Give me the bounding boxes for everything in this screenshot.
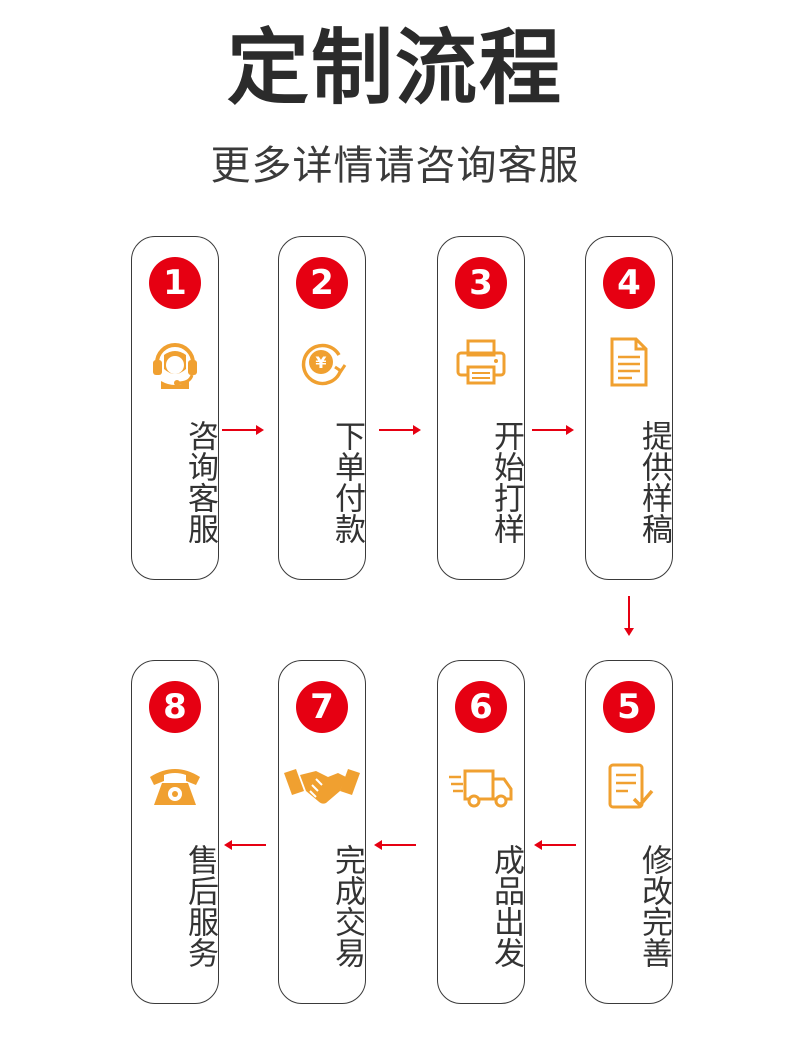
flow-arrow-left bbox=[532, 838, 576, 852]
step-label: 开始打样 bbox=[488, 420, 524, 544]
step-number-badge: 1 bbox=[149, 257, 201, 309]
telephone-icon bbox=[146, 757, 204, 815]
page-title: 定制流程 bbox=[226, 21, 563, 116]
step-number-badge: 7 bbox=[296, 681, 348, 733]
step-label: 下单付款 bbox=[329, 420, 365, 544]
step-number-badge: 4 bbox=[603, 257, 655, 309]
document-icon bbox=[600, 333, 658, 391]
flow-arrow-right bbox=[222, 423, 266, 437]
step-card-7: 7 完成交易 bbox=[278, 660, 366, 1004]
flow-arrow-right bbox=[379, 423, 423, 437]
page-subtitle: 更多详情请咨询客服 bbox=[210, 143, 580, 189]
printer-icon bbox=[452, 333, 510, 391]
step-card-5: 5 修改完善 bbox=[585, 660, 673, 1004]
step-number-badge: 2 bbox=[296, 257, 348, 309]
headset-icon bbox=[146, 333, 204, 391]
step-card-4: 4 提供样稿 bbox=[585, 236, 673, 580]
flow-arrow-left bbox=[222, 838, 266, 852]
flow-arrow-down bbox=[622, 596, 636, 638]
step-card-1: 1 咨询客服 bbox=[131, 236, 219, 580]
step-label: 提供样稿 bbox=[636, 420, 672, 544]
step-card-3: 3 开始打样 bbox=[437, 236, 525, 580]
step-card-2: 2 ¥ 下单付款 bbox=[278, 236, 366, 580]
edit-checklist-icon bbox=[600, 757, 658, 815]
step-label: 修改完善 bbox=[636, 844, 672, 968]
step-number-badge: 3 bbox=[455, 257, 507, 309]
step-number-badge: 8 bbox=[149, 681, 201, 733]
step-label: 售后服务 bbox=[182, 844, 218, 968]
delivery-truck-icon bbox=[447, 757, 515, 815]
step-number-badge: 5 bbox=[603, 681, 655, 733]
step-label: 完成交易 bbox=[329, 844, 365, 968]
step-label: 咨询客服 bbox=[182, 420, 218, 544]
svg-text:¥: ¥ bbox=[315, 353, 326, 372]
flow-arrow-left bbox=[372, 838, 416, 852]
step-number-badge: 6 bbox=[455, 681, 507, 733]
step-card-6: 6 成品出发 bbox=[437, 660, 525, 1004]
yuan-coin-icon: ¥ bbox=[293, 333, 351, 391]
step-card-8: 8 售后服务 bbox=[131, 660, 219, 1004]
flow-arrow-right bbox=[532, 423, 576, 437]
handshake-icon bbox=[282, 757, 362, 815]
step-label: 成品出发 bbox=[488, 844, 524, 968]
